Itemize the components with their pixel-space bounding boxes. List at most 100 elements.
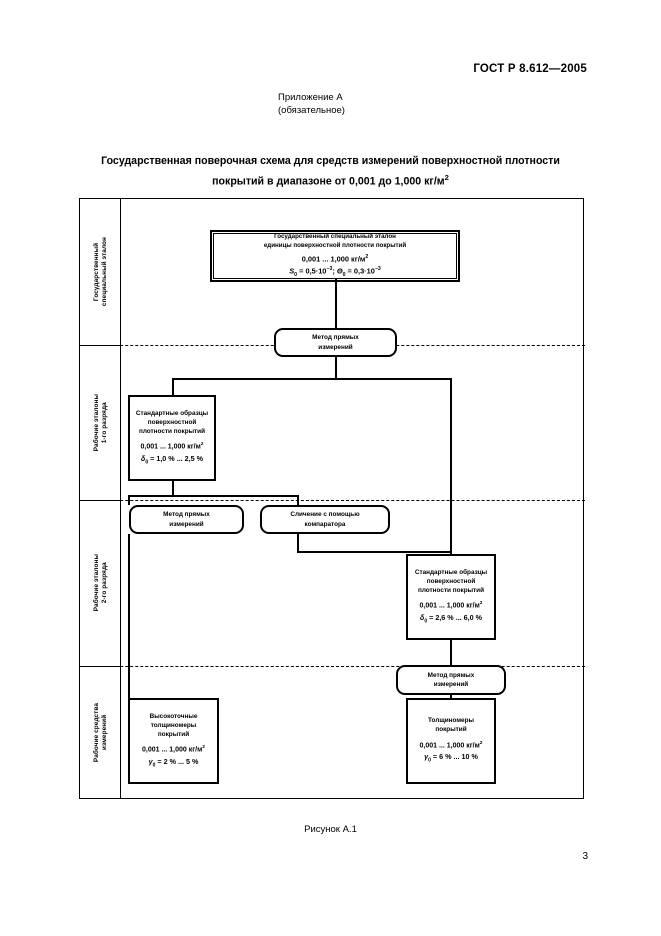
- node-standard-samples-rank2[interactable]: Стандартные образцы поверхностной плотно…: [406, 554, 496, 640]
- uncertainty-s-exp: −3: [326, 265, 333, 272]
- connector-comparator-down: [297, 534, 299, 551]
- node-method-direct-measurement-1[interactable]: Метод прямых измерений: [274, 328, 397, 357]
- connector-bus-rank1-methods: [128, 495, 298, 497]
- band-label-column: [80, 199, 121, 798]
- gauges-precise-line-2: толщиномеры: [150, 721, 197, 729]
- gauges-precise-error-value: = 2 % ... 5 %: [155, 756, 199, 766]
- samples-rank1-line-3: плотности покрытий: [138, 428, 206, 436]
- state-etalon-uncertainty: S0 = 0,5·10−3; Θ0 = 0,3·10−3: [289, 265, 381, 280]
- gauges-regular-error-value: = 6 % ... 10 %: [430, 752, 478, 762]
- method2-line-1: Метод прямых: [163, 511, 210, 519]
- page-title-line-2-text: покрытий в диапазоне от 0,001 до 1,000 к…: [212, 175, 445, 188]
- band-separator-2-left: [80, 500, 121, 501]
- samples-rank2-line-2: поверхностной: [426, 577, 476, 585]
- appendix-heading: Приложение А (обязательное): [278, 91, 345, 117]
- uncertainty-theta-symbol: Θ: [336, 266, 343, 276]
- gauges-precise-line-1: Высокоточные: [149, 712, 198, 720]
- comparator-line-1: Сличение с помощью: [290, 511, 360, 519]
- gauges-regular-error: γ0 = 6 % ... 10 %: [424, 752, 478, 766]
- gauges-precise-range: 0,001 ... 1,000 кг/м2: [142, 743, 205, 755]
- gauges-precise-range-sup: 2: [202, 745, 205, 751]
- gauges-regular-error-sub: 0: [428, 757, 431, 764]
- page-title: Государственная поверочная схема для сре…: [0, 154, 661, 190]
- gost-standard-number: ГОСТ Р 8.612—2005: [473, 63, 587, 75]
- band-label-working-etalon-rank2: Рабочие эталоны 2-го разряда: [92, 554, 108, 612]
- samples-rank2-error-value: = 2,6 % ... 6,0 %: [427, 612, 483, 622]
- node-state-special-etalon[interactable]: Государственный специальный эталон едини…: [209, 229, 461, 283]
- connector-bus-rank1: [172, 378, 452, 380]
- gauges-precise-range-text: 0,001 ... 1,000 кг/м: [142, 746, 203, 754]
- connector-method1-down: [335, 357, 337, 378]
- connector-samples-rank1-down: [172, 481, 174, 495]
- band-separator-3: [80, 666, 585, 667]
- method3-line-1: Метод прямых: [427, 671, 475, 679]
- node-thickness-gauges[interactable]: Толщиномеры покрытий 0,001 ... 1,000 кг/…: [406, 698, 496, 784]
- samples-rank1-line-2: поверхностной: [147, 418, 197, 426]
- uncertainty-s-value: = 0,5·10: [297, 266, 327, 276]
- band-working-measuring-instruments: Рабочие средства измерений: [80, 666, 121, 800]
- gauges-precise-error: γ0 = 2 % ... 5 %: [149, 757, 199, 771]
- state-etalon-range-sup: 2: [365, 254, 369, 261]
- page-number: 3: [582, 851, 588, 862]
- samples-rank2-error-symbol: δ: [419, 612, 425, 622]
- samples-rank1-error-value: = 1,0 % ... 2,5 %: [148, 453, 204, 463]
- samples-rank1-line-1: Стандартные образцы: [135, 409, 209, 417]
- verification-scheme-diagram: Государственный специальный эталон Рабоч…: [79, 198, 585, 800]
- samples-rank2-range-sup: 2: [479, 601, 483, 607]
- band-separator-1-left: [80, 345, 121, 346]
- page-title-superscript: 2: [444, 172, 449, 182]
- samples-rank2-line-3: плотности покрытий: [417, 587, 485, 595]
- node-standard-samples-rank1[interactable]: Стандартные образцы поверхностной плотно…: [128, 395, 216, 481]
- samples-rank1-range: 0,001 ... 1,000 кг/м2: [141, 440, 204, 452]
- gauges-regular-line-1: Толщиномеры: [428, 717, 474, 725]
- figure-caption: Рисунок А.1: [304, 824, 357, 835]
- node-method-direct-measurement-2[interactable]: Метод прямых измерений: [129, 505, 244, 534]
- gauges-regular-range: 0,001 ... 1,000 кг/м2: [420, 739, 483, 751]
- state-etalon-range: 0,001 ... 1,000 кг/м2: [302, 253, 369, 263]
- samples-rank2-error-sub: 0: [424, 618, 428, 625]
- gauges-regular-error-symbol: γ: [424, 752, 429, 762]
- state-etalon-line-1: Государственный специальный эталон: [274, 233, 396, 241]
- gauges-precise-error-sub: 0: [152, 762, 156, 769]
- connector-samples-rank2-to-method3: [450, 640, 452, 665]
- samples-rank1-error: δ0 = 1,0 % ... 2,5 %: [141, 454, 203, 468]
- connector-bus-to-samples-rank1: [172, 378, 174, 395]
- method2-line-2: измерений: [169, 520, 204, 528]
- node-method-direct-measurement-3[interactable]: Метод прямых измерений: [396, 665, 506, 695]
- page-title-line-2: покрытий в диапазоне от 0,001 до 1,000 к…: [0, 170, 661, 190]
- samples-rank2-error: δ0 = 2,6 % ... 6,0 %: [420, 613, 482, 627]
- node-comparator-comparison[interactable]: Сличение с помощью компаратора: [260, 505, 390, 534]
- samples-rank2-line-1: Стандартные образцы: [414, 568, 488, 576]
- connector-bus-to-method3: [450, 378, 452, 665]
- samples-rank1-range-text: 0,001 ... 1,000 кг/м: [140, 443, 201, 451]
- uncertainty-s-symbol: S: [289, 266, 295, 276]
- state-etalon-range-text: 0,001 ... 1,000 кг/м: [301, 254, 366, 264]
- band-working-etalon-rank1: Рабочие эталоны 1-го разряда: [80, 345, 121, 500]
- gauges-regular-range-text: 0,001 ... 1,000 кг/м: [419, 741, 480, 749]
- state-etalon-line-2: единицы поверхностной плотности покрытий: [263, 242, 407, 250]
- band-separator-2: [80, 500, 585, 501]
- method1-line-2: измерений: [318, 343, 353, 351]
- gauges-precise-line-3: покрытий: [157, 731, 190, 739]
- connector-etalon-to-method1: [335, 279, 337, 328]
- appendix-subtitle: (обязательное): [278, 105, 345, 116]
- connector-to-comparator: [297, 495, 299, 505]
- uncertainty-theta-sub: 0: [342, 271, 346, 278]
- connector-comparator-to-samples-rank2: [297, 551, 452, 553]
- node-high-precision-thickness-gauges[interactable]: Высокоточные толщиномеры покрытий 0,001 …: [128, 698, 219, 784]
- connector-method2-to-gauges-precise: [128, 534, 130, 698]
- method1-line-1: Метод прямых: [312, 334, 359, 342]
- gauges-regular-range-sup: 2: [479, 740, 483, 746]
- samples-rank2-range-text: 0,001 ... 1,000 кг/м: [419, 602, 480, 610]
- band-separator-3-left: [80, 666, 121, 667]
- gauges-precise-error-symbol: γ: [148, 756, 153, 766]
- method3-line-2: измерений: [433, 681, 469, 688]
- uncertainty-theta-value: = 0,3·10: [345, 266, 375, 276]
- page-title-line-1: Государственная поверочная схема для сре…: [101, 155, 560, 167]
- band-working-etalon-rank2: Рабочие эталоны 2-го разряда: [80, 500, 121, 666]
- band-state-etalon: Государственный специальный эталон: [80, 199, 121, 345]
- samples-rank1-range-sup: 2: [200, 442, 204, 448]
- uncertainty-theta-exp: −3: [374, 265, 381, 272]
- uncertainty-s-sub: 0: [294, 271, 298, 278]
